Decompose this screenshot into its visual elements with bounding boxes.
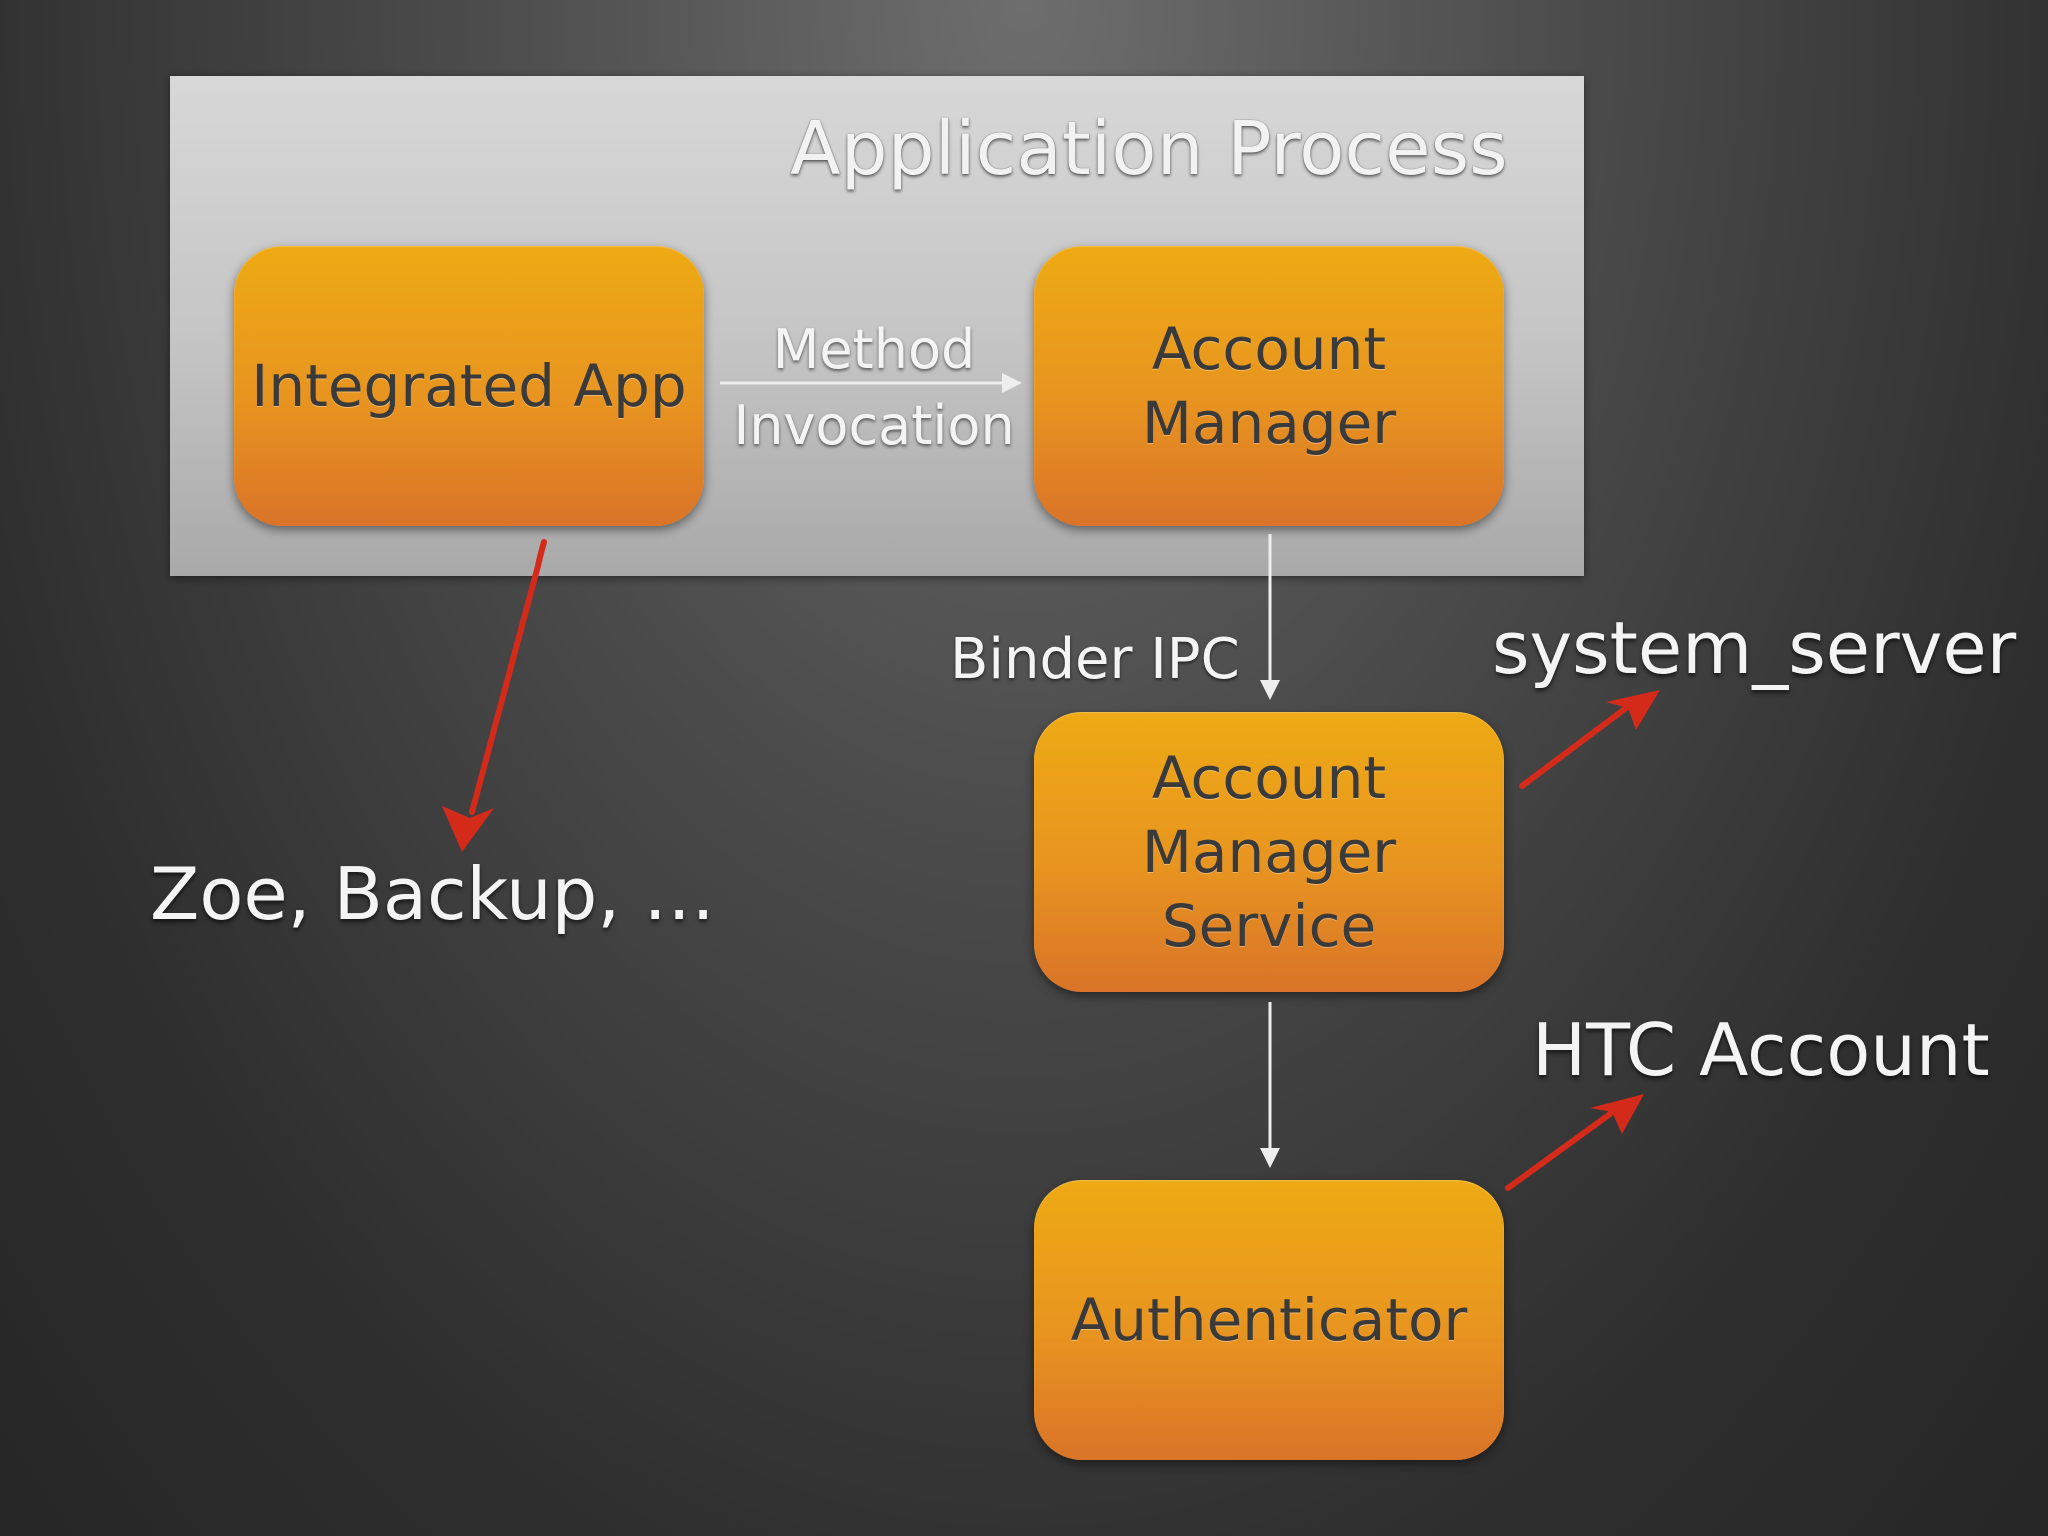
method-invocation-line-1: Method xyxy=(772,318,976,381)
authenticator-label: Authenticator xyxy=(1070,1286,1468,1354)
application-process-title: Application Process xyxy=(790,106,1508,192)
ams-to-authenticator-arrow xyxy=(1260,1002,1280,1168)
account-manager-label: Account Manager xyxy=(1141,315,1397,457)
htc-account-annotation: HTC Account xyxy=(1532,1008,1990,1092)
integrated-app-label: Integrated App xyxy=(251,352,687,420)
system-server-red-arrow xyxy=(1519,690,1660,789)
authenticator-node: Authenticator xyxy=(1034,1180,1504,1460)
zoe-backup-annotation: Zoe, Backup, … xyxy=(150,852,716,936)
method-invocation-line-2: Invocation xyxy=(733,394,1015,457)
htc-account-red-arrow xyxy=(1505,1094,1644,1191)
binder-ipc-label: Binder IPC xyxy=(950,627,1240,692)
account-manager-service-node: Account Manager Service xyxy=(1034,712,1504,992)
system-server-annotation: system_server xyxy=(1492,606,2017,690)
method-invocation-label: Method Invocation xyxy=(714,312,1034,464)
zoe-backup-red-arrow xyxy=(442,539,547,852)
integrated-app-node: Integrated App xyxy=(234,246,704,526)
account-manager-service-label: Account Manager Service xyxy=(1141,744,1397,960)
account-manager-node: Account Manager xyxy=(1034,246,1504,526)
